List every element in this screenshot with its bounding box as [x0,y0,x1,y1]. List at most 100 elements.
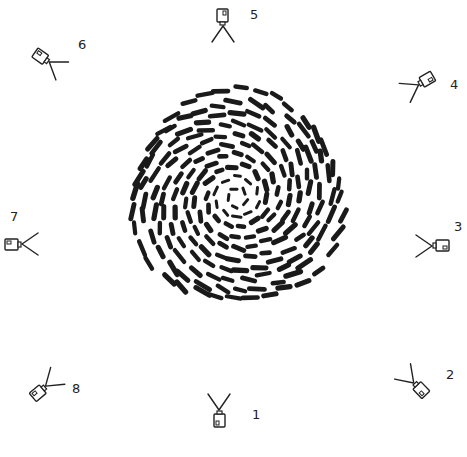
fish-dash [314,268,323,274]
fish-dash [303,118,309,127]
fish-dash [305,170,309,179]
fish-dash [338,192,342,202]
fish-dash [172,207,177,218]
fish-dash [205,178,213,184]
fish-dash [170,262,177,274]
fish-dash [298,177,299,187]
fish-dash [131,205,134,219]
fish-dash [183,184,187,193]
fish-dash [281,166,284,175]
fish-dash [202,139,211,143]
callout-number: 7 [10,210,18,223]
fish-dash [328,165,330,181]
fish-dash [293,210,299,221]
fish-dash [341,210,347,221]
fish-dash [212,106,224,108]
fish-dash [252,134,259,139]
fish-dash [236,87,247,89]
fish-dash [193,111,205,114]
fish-dash [207,225,211,231]
fish-dash [284,104,292,111]
fish-dash [253,265,266,270]
fish-dash [278,202,281,208]
fish-dash [210,115,224,116]
fish-dash [153,188,157,198]
fish-dash [207,163,216,166]
fish-dash [297,281,309,286]
fish-dash [247,157,254,162]
fish-dash [246,180,251,184]
fish-dash [321,140,327,155]
fish-dash [173,189,177,199]
fish-dash [165,275,175,284]
fish-dash [179,238,184,246]
fish-dash [139,241,145,255]
fish-dash [179,116,191,119]
fish-dash [208,150,218,153]
fish-dash [246,236,254,237]
fish-dash [315,165,317,178]
fish-dash [134,222,135,233]
fish-dash [151,168,159,180]
fish-dash [309,204,312,213]
fish-dash [178,129,191,134]
fish-dash [192,183,197,193]
callout-number: 4 [450,78,458,91]
fish-dash [264,294,276,296]
fish-dash [175,250,184,262]
fish-dash [220,243,227,247]
fish-dash [283,212,289,220]
fish-dash [188,134,202,138]
fish-dash [206,237,213,244]
fish-dash [308,182,311,194]
fish-dash [151,231,154,242]
fish-dash [170,139,178,145]
fish-dash [223,278,233,281]
fish-dash [218,286,229,293]
fish-dash [135,171,143,184]
fish-dash [267,154,275,163]
fish-dash [261,239,270,241]
fish-dash [312,142,316,152]
fish-dash [222,180,228,182]
fish-dash [140,159,146,168]
fish-dash [265,194,267,203]
fish-dash [190,147,200,154]
fish-school [131,87,347,299]
fish-dash [233,216,242,217]
fish-dash [191,238,197,245]
callout-number: 3 [454,220,462,233]
fish-dash [157,127,170,134]
fish-dash [165,113,178,121]
fish-dash [244,212,251,215]
fish-dash [146,258,153,269]
fish-dash [330,162,335,175]
fish-dash [257,202,260,208]
fish-dash [278,287,290,289]
fish-dash [201,247,208,255]
fish-dash [161,194,163,204]
callout-number: 1 [252,408,260,421]
fish-dash [247,246,255,247]
fish-dash [215,201,219,207]
fish-dash [221,144,232,146]
fish-dash [168,159,176,166]
fish-dash [268,259,281,262]
fish-dash [227,195,231,201]
callout-number: 6 [78,38,86,51]
fish-dash [282,139,290,148]
fish-dash [213,89,228,94]
fish-dash [217,255,226,258]
fish-dash [265,181,267,190]
fish-dash [286,272,301,277]
fish-dash [208,274,220,280]
fish-dash [317,202,322,213]
fish-dash [320,151,321,161]
fish-dash [328,245,337,255]
fish-dash [214,187,218,195]
fish-dash [230,113,244,115]
fish-dash [255,90,266,94]
fish-dash [227,259,238,261]
fish-dash [199,171,206,179]
